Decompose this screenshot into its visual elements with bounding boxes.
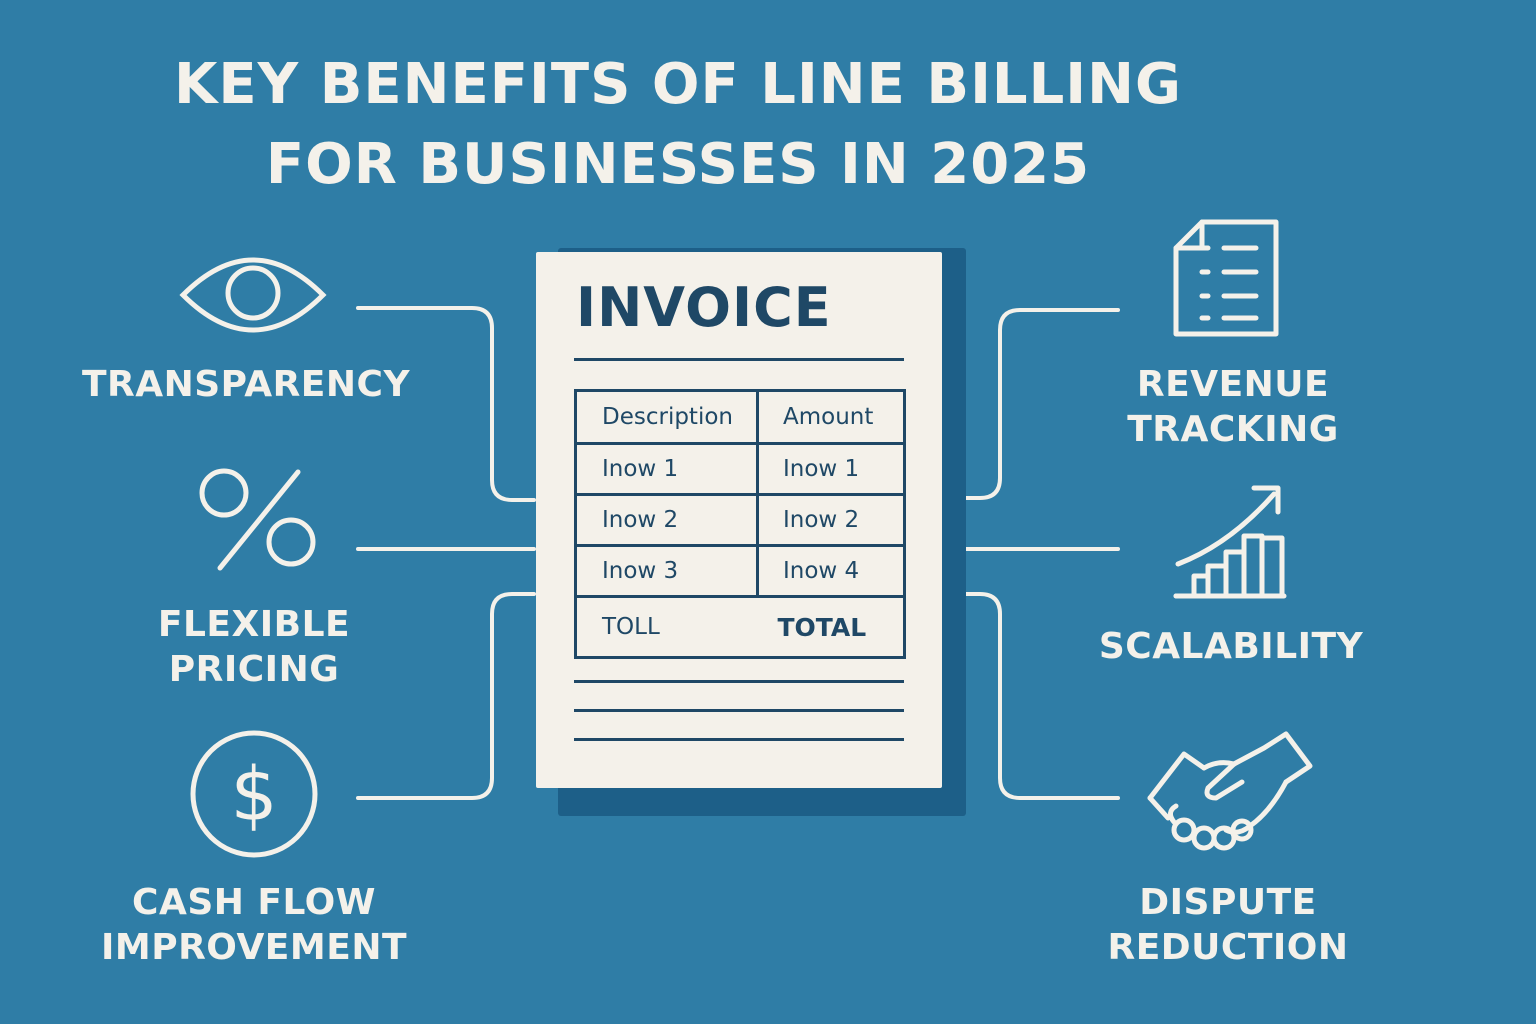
label-flexible-pricing: FLEXIBLE PRICING: [157, 604, 351, 690]
invoice-heading: INVOICE: [576, 276, 832, 339]
checklist-icon: [1173, 219, 1279, 337]
row-description: Inow 3: [574, 544, 759, 598]
table-row: Inow 3 Inow 4: [574, 544, 906, 598]
table-row: Inow 2 Inow 2: [574, 493, 906, 547]
connector-dispute-reduction: [944, 592, 1120, 800]
column-header-amount: Amount: [756, 389, 906, 445]
row-description: Inow 2: [574, 493, 759, 547]
row-description: Inow 1: [574, 442, 759, 496]
label-scalability: SCALABILITY: [1098, 626, 1364, 667]
eye-icon: [179, 257, 327, 333]
handshake-icon: [1147, 731, 1313, 851]
growth-chart-icon: [1173, 485, 1287, 599]
connector-revenue-tracking: [944, 308, 1120, 500]
invoice-footer-rule-3: [574, 738, 904, 741]
row-amount: Inow 2: [756, 493, 906, 547]
percent-icon: [199, 468, 316, 571]
label-dispute-reduction: DISPUTE REDUCTION: [1107, 882, 1349, 968]
invoice-table-header: Description Amount: [574, 389, 906, 445]
invoice-heading-rule: [574, 358, 904, 361]
row-amount: Inow 4: [756, 544, 906, 598]
row-amount: Inow 1: [756, 442, 906, 496]
title-line-2: FOR BUSINESSES IN 2025: [265, 132, 1091, 197]
invoice-footer-rule-1: [574, 680, 904, 683]
dollar-icon: $: [190, 730, 318, 858]
connector-transparency: [356, 306, 536, 502]
svg-text:$: $: [230, 752, 277, 838]
label-revenue-tracking: REVENUE TRACKING: [1127, 364, 1339, 450]
invoice-table: Description Amount Inow 1 Inow 1 Inow 2 …: [574, 389, 906, 659]
label-cash-flow-improvement: CASH FLOW IMPROVEMENT: [100, 882, 407, 968]
title-line-1: KEY BENEFITS OF LINE BILLING: [174, 52, 1182, 117]
invoice-card: INVOICE Description Amount Inow 1 Inow 1…: [536, 252, 942, 788]
total-row: TOLL TOTAL: [574, 595, 906, 659]
total-value: TOTAL: [757, 595, 906, 659]
invoice-footer-rule-2: [574, 709, 904, 712]
label-transparency: TRANSPARENCY: [81, 364, 411, 405]
table-row: Inow 1 Inow 1: [574, 442, 906, 496]
column-header-description: Description: [574, 389, 759, 445]
connector-cash-flow: [356, 592, 536, 800]
total-label: TOLL: [574, 595, 758, 659]
